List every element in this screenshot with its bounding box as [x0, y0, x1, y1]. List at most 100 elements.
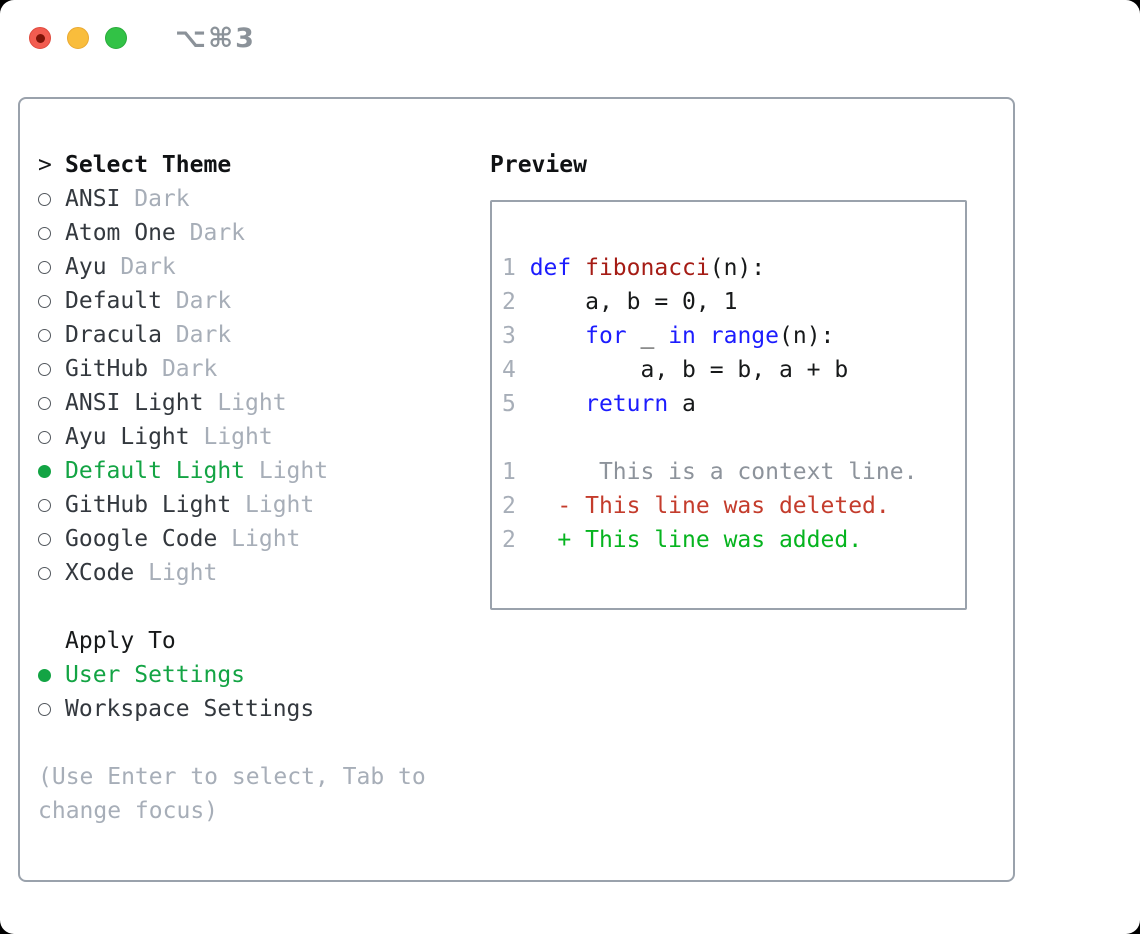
line-number: 2 [502, 289, 530, 315]
radio-icon [38, 430, 51, 444]
apply-to-title: Apply To [65, 628, 176, 654]
option-label: GitHub [65, 356, 149, 382]
radio-selected-icon [38, 464, 51, 478]
code-token-keyword: def [529, 255, 572, 281]
theme-variant-label: Light [231, 526, 301, 552]
code-line: 3 for _ in range(n): [502, 319, 955, 353]
preview-pane: Preview 1 def fibonacci(n):2 a, b = 0, 1… [490, 148, 967, 610]
zoom-button[interactable] [105, 27, 127, 49]
theme-variant-label: Dark [120, 254, 176, 280]
radio-marker [38, 226, 65, 240]
selection-caret-icon: > [38, 152, 52, 178]
radio-marker [38, 498, 65, 512]
option-label: Default [65, 288, 162, 314]
radio-icon [38, 702, 51, 716]
line-number: 2 [502, 493, 530, 519]
theme-item-atom-one[interactable]: Atom One Dark [38, 216, 490, 250]
apply-option-workspace-settings[interactable]: Workspace Settings [38, 692, 490, 726]
radio-icon [38, 498, 51, 512]
code-line: 2 a, b = 0, 1 [502, 285, 955, 319]
line-number: 4 [502, 357, 530, 383]
radio-marker [38, 668, 65, 682]
apply-to-header: Apply To [38, 624, 490, 658]
line-number: 2 [502, 527, 530, 553]
close-button[interactable] [29, 27, 51, 49]
radio-marker [38, 362, 65, 376]
code-token-plain: a, b = b, a + b [529, 357, 849, 383]
theme-item-ayu-light[interactable]: Ayu Light Light [38, 420, 490, 454]
code-token-keyword: in [668, 323, 696, 349]
code-token-keyword: return [585, 391, 669, 417]
theme-item-github[interactable]: GitHub Dark [38, 352, 490, 386]
code-line: 1 def fibonacci(n): [502, 251, 955, 285]
radio-marker [38, 702, 65, 716]
option-label: ANSI [65, 186, 121, 212]
theme-variant-label: Dark [161, 356, 218, 382]
option-label: Ayu Light [65, 424, 190, 450]
theme-item-xcode[interactable]: XCode Light [38, 556, 490, 590]
code-line: 4 a, b = b, a + b [502, 353, 955, 387]
code-token-plain [696, 323, 710, 349]
code-line: 2 - This line was deleted. [502, 489, 955, 523]
code-token-added: + This line was added. [529, 527, 863, 553]
code-line [502, 421, 955, 455]
option-label: XCode [65, 560, 135, 586]
apply-option-user-settings[interactable]: User Settings [38, 658, 490, 692]
line-number [502, 425, 530, 451]
code-token-plain [571, 255, 585, 281]
code-line: 1 This is a context line. [502, 455, 955, 489]
theme-variant-label: Light [258, 458, 329, 484]
radio-icon [38, 260, 51, 274]
theme-variant-label: Light [245, 492, 315, 518]
option-label: User Settings [65, 662, 246, 688]
option-label: Workspace Settings [65, 696, 315, 722]
theme-variant-label: Dark [175, 322, 232, 348]
radio-marker [38, 396, 65, 410]
line-number: 5 [502, 391, 530, 417]
code-token-plain: (n): [779, 323, 835, 349]
theme-variant-label: Dark [189, 220, 246, 246]
select-theme-title: Select Theme [65, 152, 232, 178]
code-token-plain: _ [626, 323, 669, 349]
code-token-plain [530, 391, 585, 417]
radio-icon [38, 362, 51, 376]
radio-marker [38, 192, 65, 206]
keyboard-shortcut-label: ⌥⌘3 [175, 22, 256, 54]
code-line: 2 + This line was added. [502, 523, 955, 557]
code-token-plain: a, b = 0, 1 [529, 289, 738, 315]
option-label: Dracula [65, 322, 162, 348]
theme-variant-label: Dark [134, 186, 190, 212]
titlebar: ⌥⌘3 [0, 0, 1140, 76]
code-token-keyword: range [709, 323, 779, 349]
option-label: Atom One [65, 220, 176, 246]
theme-variant-label: Light [217, 390, 287, 416]
theme-item-ansi[interactable]: ANSI Dark [38, 182, 490, 216]
minimize-button[interactable] [67, 27, 89, 49]
code-token-plain [530, 323, 585, 349]
radio-icon [38, 226, 51, 240]
radio-icon [38, 328, 51, 342]
theme-variant-label: Light [148, 560, 218, 586]
radio-marker [38, 430, 65, 444]
theme-variant-label: Light [203, 424, 273, 450]
radio-selected-icon [38, 668, 51, 682]
code-token-context: This is a context line. [529, 459, 918, 485]
theme-item-dracula[interactable]: Dracula Dark [38, 318, 490, 352]
code-line: 5 return a [502, 387, 955, 421]
radio-marker [38, 464, 65, 478]
preview-title: Preview [490, 152, 587, 178]
radio-icon [38, 294, 51, 308]
